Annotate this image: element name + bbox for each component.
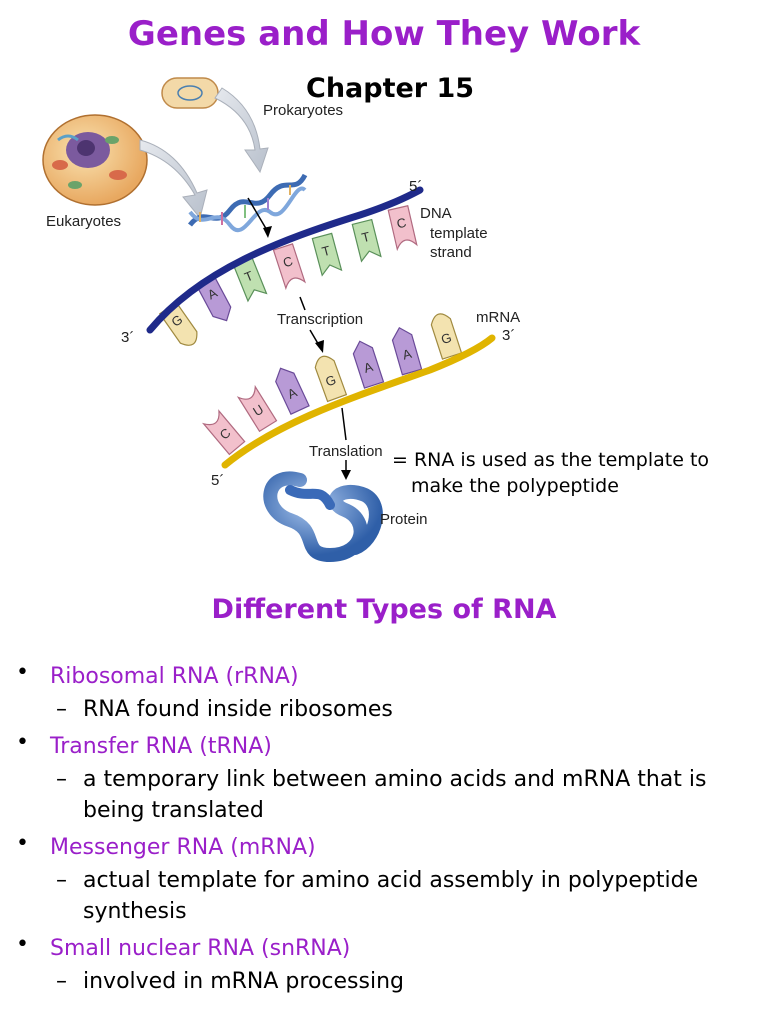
dna-base-letter: T <box>320 243 332 260</box>
protein-illustration <box>263 471 383 563</box>
rna-type-heading: Transfer RNA (tRNA) <box>50 734 272 759</box>
chapter-label: Chapter 15 <box>306 73 475 104</box>
rna-type-description: –involved in mRNA processing <box>56 969 404 994</box>
double-helix-illustration <box>188 173 308 233</box>
strand-label: strand <box>430 244 472 261</box>
five-prime-top-label: 5´ <box>409 178 423 195</box>
rna-type-description: –a temporary link between amino acids an… <box>56 767 707 823</box>
dna-base-letter: C <box>395 215 408 232</box>
dna-base-6: C <box>387 205 418 252</box>
prokaryote-arrow <box>214 87 269 174</box>
mrna-base-letter: G <box>323 372 338 390</box>
bullet-icon: • <box>16 932 29 957</box>
mrna-base-1: U <box>236 384 278 433</box>
transcription-label: Transcription <box>277 311 364 328</box>
flow-arrows <box>247 197 351 480</box>
dna-label: DNA <box>420 205 452 222</box>
three-prime-left-label: 3´ <box>121 329 135 346</box>
mrna-base-2: A <box>275 367 310 416</box>
rna-type-description: –actual template for amino acid assembly… <box>56 868 699 924</box>
list-item: • Transfer RNA (tRNA) –a temporary link … <box>0 730 768 826</box>
mrna-base-5: A <box>391 326 423 376</box>
eukaryote-arrow <box>139 139 208 220</box>
list-item: • Messenger RNA (mRNA) –actual template … <box>0 831 768 927</box>
rna-type-description: –RNA found inside ribosomes <box>56 697 393 722</box>
mrna-base-letter: G <box>439 330 453 347</box>
translation-label: Translation <box>309 443 383 460</box>
eukaryote-cell-illustration <box>42 114 148 206</box>
prokaryotes-label: Prokaryotes <box>263 102 344 119</box>
mrna-base-6: G <box>430 313 463 360</box>
rna-type-heading: Messenger RNA (mRNA) <box>50 835 316 860</box>
dna-base-5: T <box>351 218 382 263</box>
bullet-icon: • <box>16 831 29 856</box>
dna-base-2: T <box>232 257 268 303</box>
list-item: • Small nuclear RNA (snRNA) –involved in… <box>0 932 768 997</box>
bullet-icon: • <box>16 730 29 755</box>
translation-note-line1: = RNA is used as the template to <box>392 449 710 471</box>
mrna-base-4: A <box>352 340 385 389</box>
eukaryotes-label: Eukaryotes <box>46 213 122 230</box>
mrna-label: mRNA <box>476 309 521 326</box>
rna-type-heading: Small nuclear RNA (snRNA) <box>50 936 351 961</box>
bullet-icon: • <box>16 660 29 685</box>
rna-types-list: • Ribosomal RNA (rRNA) –RNA found inside… <box>0 660 768 1002</box>
mrna-base-3: G <box>314 355 348 403</box>
dna-backbone <box>146 186 424 334</box>
dna-base-3: C <box>272 243 307 291</box>
section-heading: Different Types of RNA <box>211 594 557 625</box>
translation-note: = RNA is used as the template to make th… <box>392 447 709 499</box>
protein-label: Protein <box>380 511 428 528</box>
page-title: Genes and How They Work <box>127 14 641 54</box>
dna-base-letter: C <box>281 253 295 270</box>
rna-type-heading: Ribosomal RNA (rRNA) <box>50 664 299 689</box>
mrna-backbone <box>221 334 496 469</box>
five-prime-bottom-label: 5´ <box>211 472 225 489</box>
template-label: template <box>430 225 488 242</box>
translation-note-line2: make the polypeptide <box>411 475 619 497</box>
dna-base-4: T <box>311 232 343 277</box>
list-item: • Ribosomal RNA (rRNA) –RNA found inside… <box>0 660 768 725</box>
dna-base-letter: T <box>360 229 371 245</box>
mrna-base-0: C <box>201 409 246 456</box>
prokaryote-cell-illustration <box>161 77 219 109</box>
three-prime-right-label: 3´ <box>502 327 516 344</box>
